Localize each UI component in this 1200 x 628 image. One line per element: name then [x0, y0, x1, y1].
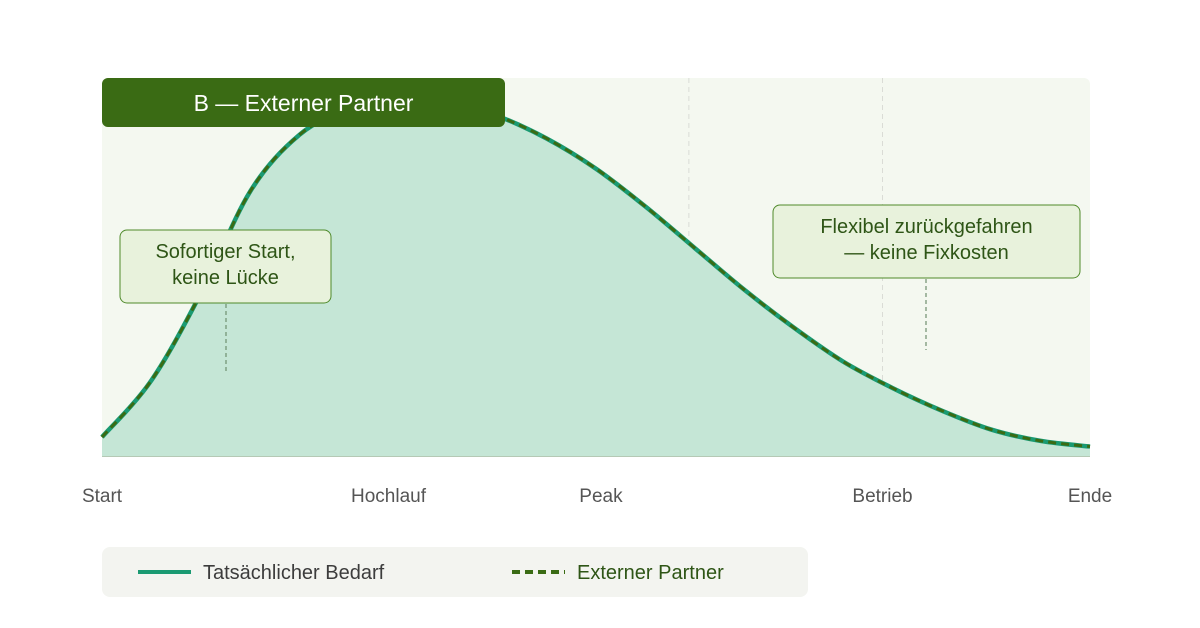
x-tick-label: Betrieb — [852, 486, 912, 507]
title-banner — [102, 78, 505, 127]
x-tick-label: Start — [82, 486, 123, 507]
series-area-0 — [102, 92, 1090, 456]
annotation-start-line-2: keine Lücke — [172, 267, 279, 289]
legend — [102, 547, 808, 597]
annotation-start-line-1: Sofortiger Start, — [155, 241, 295, 263]
chart-title: B — Externer Partner — [194, 90, 414, 116]
annotation-end-line-2: — keine Fixkosten — [844, 242, 1009, 264]
x-tick-label: Hochlauf — [351, 486, 427, 507]
annotation-end-line-1: Flexibel zurückgefahren — [820, 216, 1032, 238]
annotation-box-end — [772, 204, 1081, 279]
legend-label-partner: Externer Partner — [577, 562, 724, 584]
series-layer — [100, 90, 1091, 456]
x-tick-label: Ende — [1068, 486, 1112, 507]
annotation-box-start — [119, 229, 332, 304]
series-line-1 — [100, 91, 1091, 449]
legend-label-actual: Tatsächlicher Bedarf — [203, 562, 385, 584]
x-tick-label: Peak — [579, 486, 623, 507]
x-tick-labels: Start Hochlauf Peak Betrieb Ende — [82, 486, 1112, 507]
